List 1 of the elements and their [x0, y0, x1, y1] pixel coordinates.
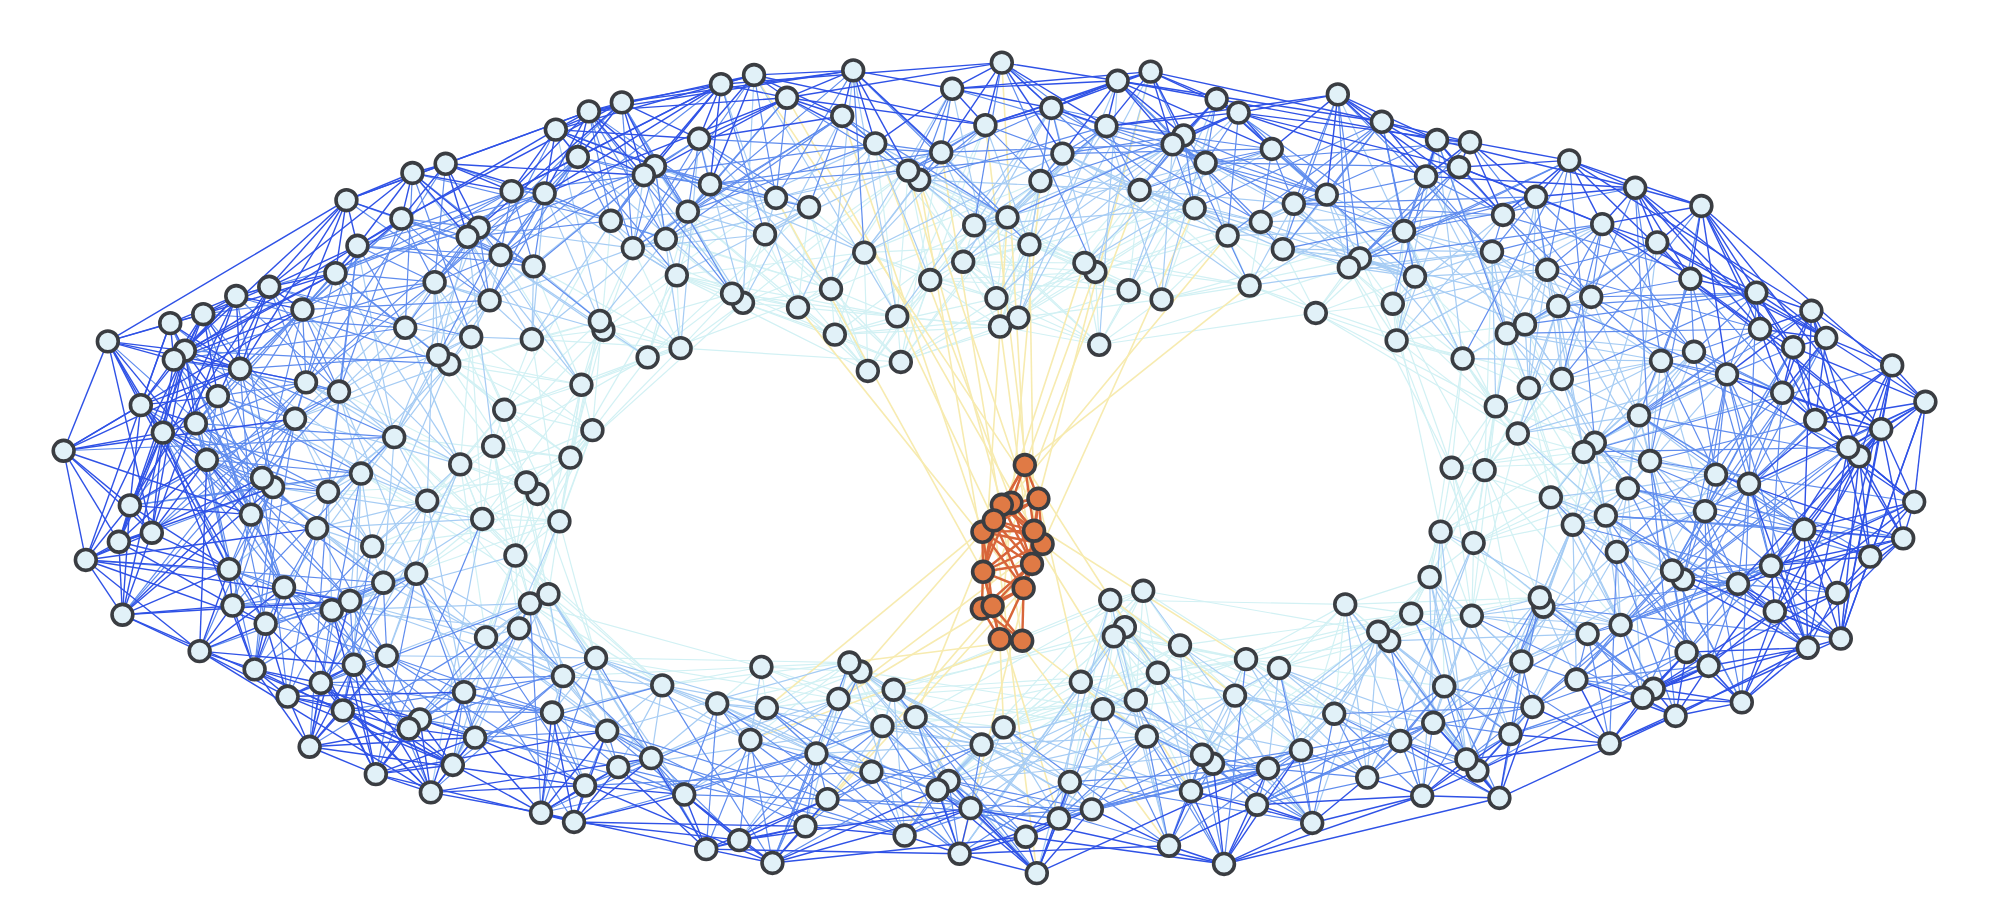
network-graph-drawing — [51, 50, 1938, 886]
